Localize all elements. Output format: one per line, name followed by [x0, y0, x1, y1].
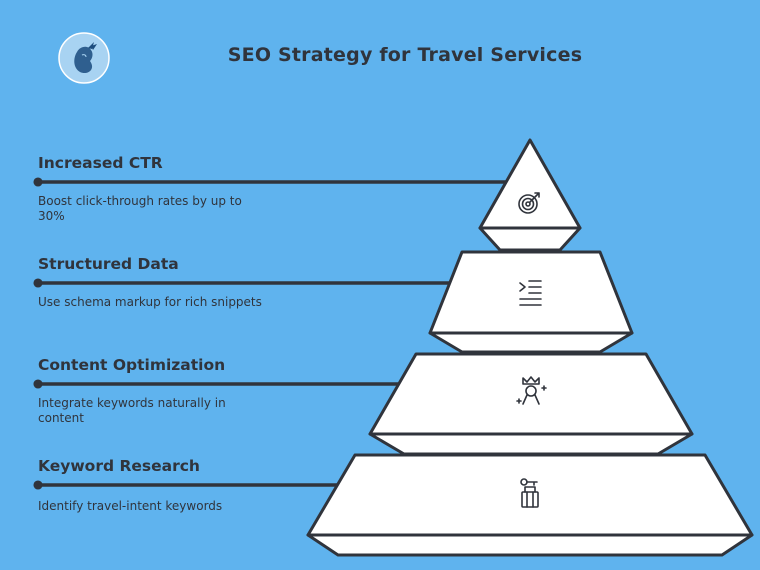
desc-keyword-research: Identify travel-intent keywords [38, 499, 223, 513]
label-content-optimization: Content Optimization [38, 356, 226, 374]
label-keyword-research: Keyword Research [38, 457, 200, 475]
pyramid-level-structured-data [428, 250, 634, 354]
leader-line-content-optimization [33, 379, 412, 389]
list-indent-icon [519, 280, 542, 306]
leader-line-keyword-research [33, 480, 357, 490]
desc-increased-ctr: Boost click-through rates by up to 30% [38, 194, 242, 223]
pyramid-level-keyword-research [306, 453, 754, 557]
avatar-logo [58, 32, 110, 84]
label-structured-data: Structured Data [38, 255, 179, 273]
leader-line-structured-data [33, 278, 462, 288]
leader-line-increased-ctr [33, 177, 512, 187]
desc-structured-data: Use schema markup for rich snippets [38, 295, 262, 309]
pyramid-level-content-optimization [368, 352, 694, 456]
desc-content-optimization: Integrate keywords naturally in content [38, 396, 226, 425]
page-title: SEO Strategy for Travel Services [227, 44, 583, 66]
luggage-icon [520, 478, 539, 508]
pyramid-level-increased-ctr [478, 138, 582, 252]
crown-sparkle-icon [516, 376, 547, 405]
label-increased-ctr: Increased CTR [38, 154, 163, 172]
target-icon [518, 192, 540, 214]
